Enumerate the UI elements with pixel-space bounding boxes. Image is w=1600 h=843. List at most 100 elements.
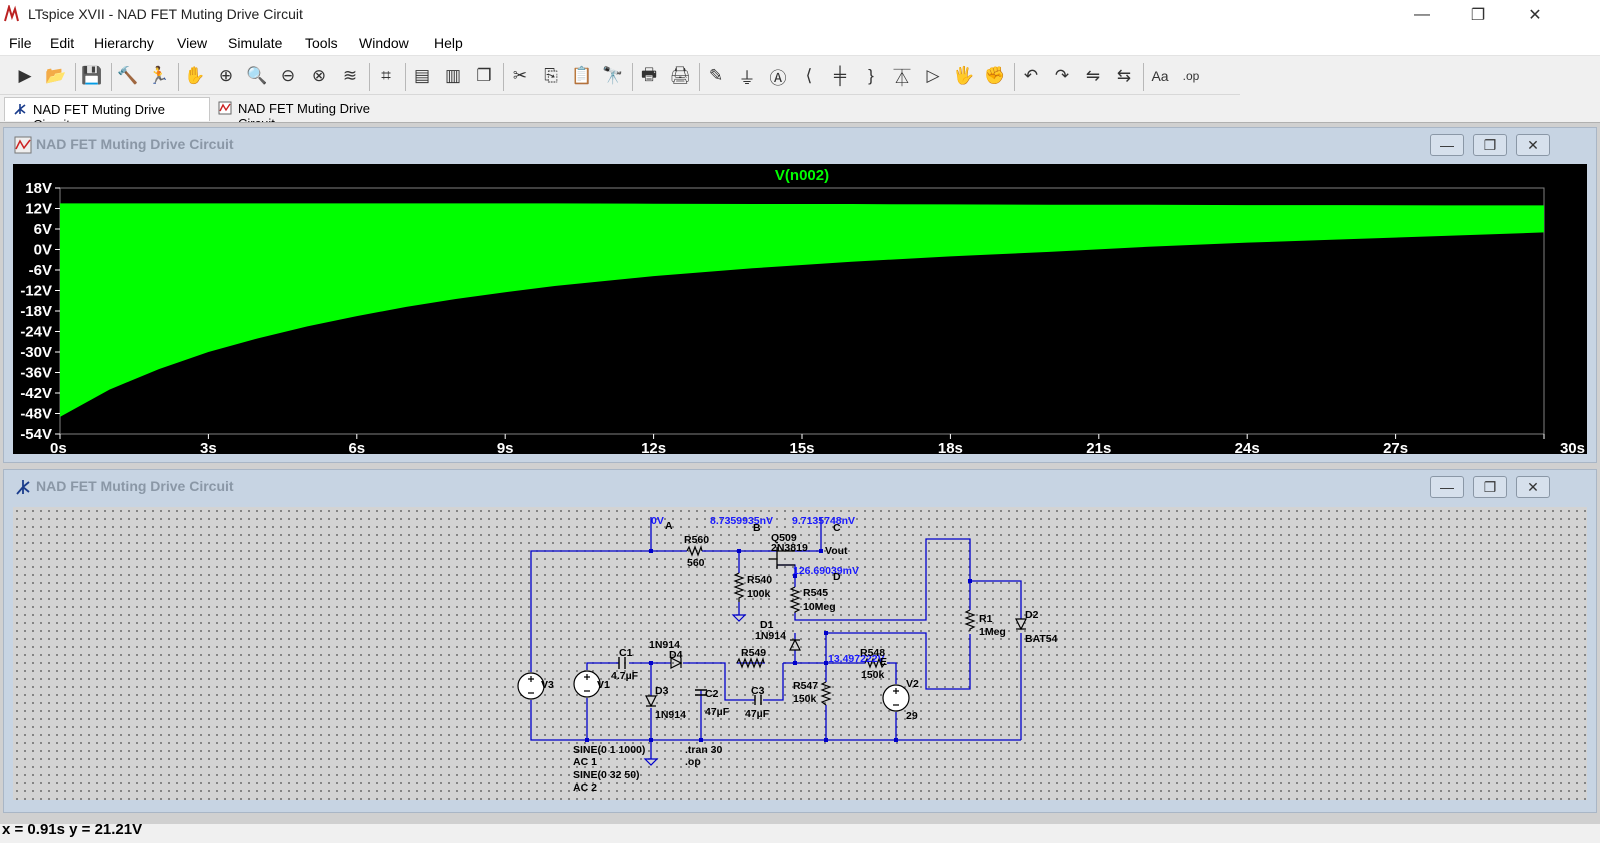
control-panel-icon[interactable]: 🔨 [117,66,139,85]
zoom-fit-icon[interactable]: ⊗ [311,66,327,85]
node-label-c: 9.7135748nV [792,515,855,527]
rotate-icon[interactable]: ⇋ [1085,66,1101,85]
schematic-minimize-button[interactable]: — [1430,476,1464,498]
wire-icon[interactable]: ✎ [708,66,724,85]
ref-d4: D4 [669,649,683,661]
waveform-icon [218,101,232,115]
ground-icon[interactable]: ⏚ [738,68,756,88]
copy-icon[interactable]: ⎘ [544,66,558,85]
val-r1: 1Meg [979,626,1006,638]
val-d4: 1N914 [649,639,680,651]
cut-icon[interactable]: ✂ [512,66,528,85]
y-tick-label: -12V [20,283,52,300]
mirror-icon[interactable]: ⇆ [1116,66,1132,85]
net-letter-b: B [753,522,761,534]
document-tabs: NAD FET Muting Drive Circuit NAD FET Mut… [0,96,1600,132]
ref-q509: Q509 [771,532,797,544]
tran-directive[interactable]: .tran 30 [685,744,723,756]
plot-restore-button[interactable]: ❐ [1473,134,1507,156]
close-button[interactable]: ✕ [1528,7,1542,24]
plot-close-button[interactable]: ✕ [1516,134,1550,156]
x-tick-label: 3s [200,440,217,454]
x-tick-label: 6s [348,440,365,454]
halt-icon[interactable]: 🏃 [148,66,170,85]
open-icon[interactable]: 📂 [45,66,67,85]
tile-horizontal-icon[interactable]: ▤ [413,66,431,85]
x-tick-label: 27s [1383,440,1408,454]
maximize-button[interactable]: ❐ [1470,7,1486,24]
zoom-in-icon[interactable]: ⊕ [218,66,234,85]
v1-ac-spec: AC 1 [573,756,597,768]
drag-icon[interactable]: ✊ [984,66,1006,85]
ref-r540: R540 [747,574,772,586]
spice-directive-icon[interactable]: .op [1182,69,1200,83]
diode-icon[interactable]: ⏄ [893,68,911,88]
capacitor-icon[interactable]: ╪ [833,66,847,85]
run-icon[interactable]: ▶ [18,66,32,85]
menu-tools[interactable]: Tools [305,35,338,51]
tile-vertical-icon[interactable]: ▥ [444,66,462,85]
save-icon[interactable]: 💾 [81,66,103,85]
x-tick-label: 0s [50,440,67,454]
schematic-window: NAD FET Muting Drive Circuit — ❐ ✕ [3,469,1597,813]
y-tick-label: -18V [20,303,52,320]
menu-hierarchy[interactable]: Hierarchy [94,35,154,51]
menu-simulate[interactable]: Simulate [228,35,283,51]
circuit-drawing: 0V A 8.7359935nV B 9.7135748nV C 126.690… [517,515,1058,794]
schematic-restore-button[interactable]: ❐ [1473,476,1507,498]
print-preview-icon[interactable]: 🖨 [669,66,691,85]
toolbar-separator [632,63,633,91]
node-label-b: 8.7359935nV [710,515,773,527]
component-icon[interactable]: ▷ [926,66,940,85]
tab-waveform[interactable]: NAD FET Muting Drive Circuit [210,97,412,131]
voltage-sources [517,670,910,712]
op-directive[interactable]: .op [685,756,701,768]
schematic-icon [14,104,26,115]
schematic-window-title: NAD FET Muting Drive Circuit [36,478,234,494]
x-tick-label: 21s [1086,440,1111,454]
print-icon[interactable]: 🖶 [640,64,658,84]
menu-view[interactable]: View [177,35,208,51]
ref-r548: R548 [860,647,885,659]
schematic-close-button[interactable]: ✕ [1516,476,1550,498]
autorange-icon[interactable]: ≋ [342,66,358,85]
zoom-out-icon[interactable]: ⊖ [280,66,296,85]
menu-window[interactable]: Window [359,35,409,51]
val-c1: 4.7µF [611,670,639,682]
toolbar-separator [1143,63,1144,91]
cascade-icon[interactable]: ❐ [476,66,492,85]
ref-r547: R547 [793,680,818,692]
resistors [686,544,976,706]
v3-ac-spec: AC 2 [573,782,597,794]
toolbar-separator [111,63,112,91]
ref-d1: D1 [760,619,774,631]
minimize-button[interactable]: — [1414,6,1430,23]
label-net-icon[interactable]: Ⓐ [769,68,787,88]
resistor-icon[interactable]: ⟨ [805,66,813,85]
redo-icon[interactable]: ↷ [1054,66,1070,85]
toolbar-separator [75,63,76,91]
text-icon[interactable]: Aa [1151,68,1169,84]
move-icon[interactable]: 🖐 [953,66,975,85]
paste-icon[interactable]: 📋 [571,66,593,85]
trace-vn002 [60,203,1544,417]
ref-d3: D3 [655,685,669,697]
tab-schematic[interactable]: NAD FET Muting Drive Circuit [4,97,210,132]
ref-r545: R545 [803,587,828,599]
find-icon[interactable]: 🔭 [602,66,624,85]
menu-help[interactable]: Help [434,35,463,51]
fft-icon[interactable]: ⌗ [381,66,391,85]
plot-minimize-button[interactable]: — [1430,134,1464,156]
ref-v2: V2 [906,678,919,690]
zoom-area-icon[interactable]: 🔍 [246,66,268,85]
wires [530,517,1022,759]
ref-c2: C2 [705,688,719,700]
menu-edit[interactable]: Edit [50,35,75,51]
schematic-canvas[interactable]: 0V A 8.7359935nV B 9.7135748nV C 126.690… [13,507,1587,800]
inductor-icon[interactable]: } [868,66,874,85]
plot-window-title: NAD FET Muting Drive Circuit [36,136,234,152]
menu-file[interactable]: File [9,35,32,51]
undo-icon[interactable]: ↶ [1023,66,1039,85]
pan-icon[interactable]: ✋ [184,66,206,85]
